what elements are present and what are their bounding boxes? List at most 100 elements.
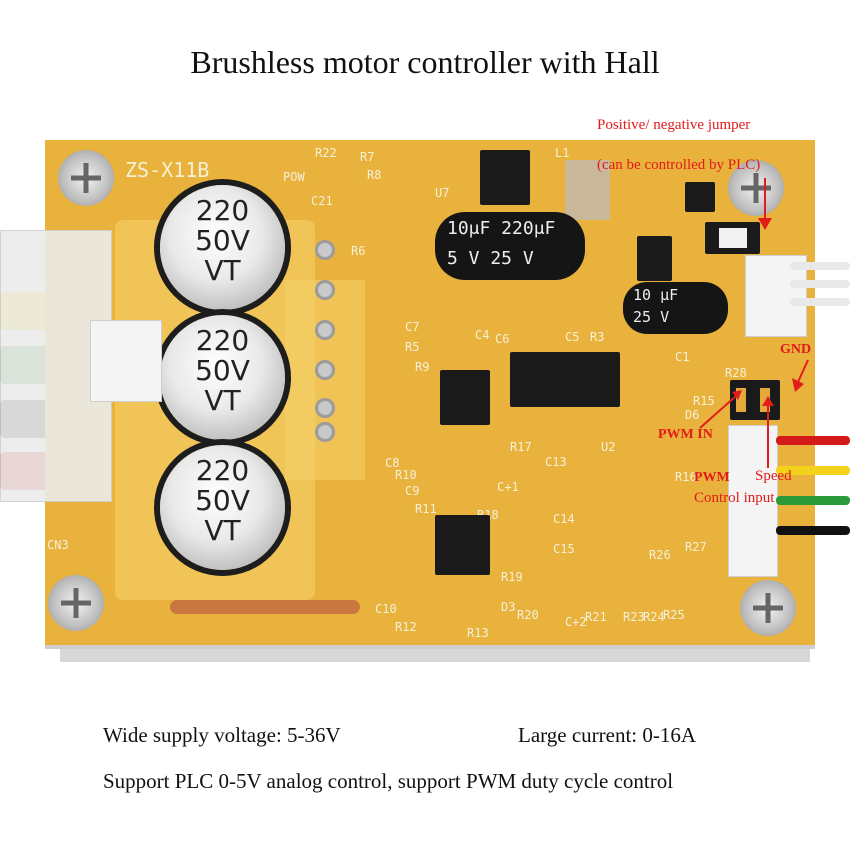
signal-connector xyxy=(728,425,778,577)
plc-annotation: (can be controlled by PLC) xyxy=(597,157,761,173)
pwm-jumper-header xyxy=(730,380,780,420)
model-label: ZS-X11B xyxy=(125,158,210,182)
copper-pour xyxy=(285,280,365,480)
silk-label: R12 xyxy=(395,620,417,634)
arrow-head xyxy=(792,378,804,392)
silk-label: R17 xyxy=(510,440,532,454)
wire-red xyxy=(776,436,850,445)
electrolytic-capacitor: 10μF 220μF 5 V 25 V xyxy=(435,212,585,280)
silk-label: C8 xyxy=(385,456,400,470)
capacitor-text: 50V xyxy=(195,354,250,387)
capacitor-text: VT xyxy=(204,514,241,547)
via-hole xyxy=(315,320,335,340)
ic-chip xyxy=(440,370,490,425)
header-pin xyxy=(736,388,746,412)
capacitor-text: 50V xyxy=(195,224,250,257)
silk-label: C15 xyxy=(553,542,575,556)
capacitor-label: 10 μF xyxy=(633,286,679,304)
silk-label: C6 xyxy=(495,332,510,346)
silk-label: R8 xyxy=(367,168,382,182)
electrolytic-capacitor-3: 220 50V VT xyxy=(160,445,285,570)
silk-label: C9 xyxy=(405,484,420,498)
silk-label: POW xyxy=(283,170,305,184)
pwm-annotation: PWM xyxy=(694,470,730,485)
speed-annotation: Speed xyxy=(755,468,792,484)
mounting-screw xyxy=(48,575,104,631)
capacitor-label: 25 V xyxy=(633,308,670,326)
gnd-annotation: GND xyxy=(780,342,812,357)
silk-label: CN3 xyxy=(47,538,69,552)
silk-label: R23 xyxy=(623,610,645,624)
wire-white xyxy=(790,298,850,306)
silk-label: C+2 xyxy=(565,615,587,629)
silk-label: R5 xyxy=(405,340,420,354)
wire-green xyxy=(776,496,850,505)
aluminum-heatsink xyxy=(60,640,810,662)
capacitor-text: VT xyxy=(204,254,241,287)
arrow-head xyxy=(732,390,742,400)
arrow-head xyxy=(762,396,774,406)
silk-label: C1 xyxy=(675,350,690,364)
voltage-regulator-chip xyxy=(480,150,530,205)
capacitor-text: 220 xyxy=(195,324,250,357)
jumper-cap xyxy=(719,228,747,248)
electrolytic-capacitor-1: 220 50V VT xyxy=(160,185,285,310)
silk-label: D6 xyxy=(685,408,700,422)
ic-chip xyxy=(435,515,490,575)
silk-label: R25 xyxy=(663,608,685,622)
silk-label: R20 xyxy=(517,608,539,622)
inductor xyxy=(565,160,610,220)
jumper-block xyxy=(705,222,760,254)
via-hole xyxy=(315,280,335,300)
transistor xyxy=(637,236,672,281)
mounting-screw xyxy=(728,160,784,216)
electrolytic-capacitor-2: 220 50V VT xyxy=(160,315,285,440)
header-pin xyxy=(760,388,770,412)
arrow-line xyxy=(699,395,737,429)
silk-label: C14 xyxy=(553,512,575,526)
capacitor-text: 220 xyxy=(195,454,250,487)
connector-latch xyxy=(90,320,162,402)
wire-white xyxy=(790,280,850,288)
current-spec: Large current: 0-16A xyxy=(518,723,697,747)
silk-label: R11 xyxy=(415,502,437,516)
silk-label: C7 xyxy=(405,320,420,334)
capacitor-text: 50V xyxy=(195,484,250,517)
capacitor-label: 10μF 220μF xyxy=(447,218,556,239)
transistor xyxy=(685,182,715,212)
silk-label: R28 xyxy=(725,366,747,380)
silk-label: R22 xyxy=(315,146,337,160)
control-spec: Support PLC 0-5V analog control, support… xyxy=(103,769,674,793)
silk-label: C+1 xyxy=(497,480,519,494)
silk-label: R3 xyxy=(590,330,605,344)
image-title: Brushless motor controller with Hall xyxy=(190,44,660,80)
silk-label: R9 xyxy=(415,360,430,374)
silk-label: C21 xyxy=(311,194,333,208)
capacitor-text: VT xyxy=(204,384,241,417)
mounting-screw xyxy=(58,150,114,206)
silk-label: R21 xyxy=(585,610,607,624)
electrolytic-capacitor: 10 μF 25 V xyxy=(623,282,728,334)
silk-label: U7 xyxy=(435,186,450,200)
silk-label: R15 xyxy=(693,394,715,408)
jumper-annotation: Positive/ negative jumper xyxy=(597,117,751,133)
wire-white xyxy=(790,262,850,270)
silk-label: R26 xyxy=(649,548,671,562)
mounting-screw xyxy=(740,580,796,636)
silk-label: L1 xyxy=(555,146,570,160)
silk-label: R16 xyxy=(675,470,697,484)
wire-yellow xyxy=(776,466,850,475)
silk-label: C4 xyxy=(475,328,490,342)
via-hole xyxy=(315,398,335,418)
silk-label: R19 xyxy=(501,570,523,584)
silk-label: U2 xyxy=(601,440,616,454)
via-hole xyxy=(315,422,335,442)
silk-label: R13 xyxy=(467,626,489,640)
arrow-head xyxy=(758,218,772,230)
wire-black xyxy=(776,526,850,535)
silk-label: D3 xyxy=(501,600,516,614)
capacitor-label: 5 V 25 V xyxy=(447,248,534,269)
capacitor-text: 220 xyxy=(195,194,250,227)
